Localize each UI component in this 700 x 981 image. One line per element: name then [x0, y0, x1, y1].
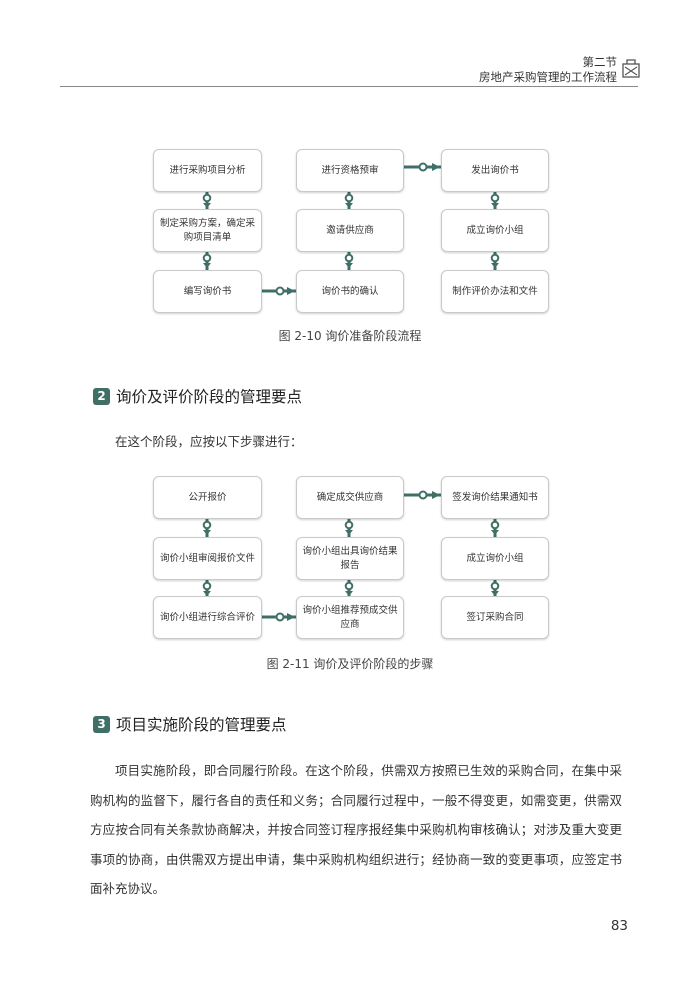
section2-title: 询价及评价阶段的管理要点 [116, 388, 303, 406]
flow2-box-c3r3: 签订采购合同 [441, 596, 549, 639]
flow1-box-c3r3: 制作评价办法和文件 [441, 270, 549, 313]
header-section: 第二节 [582, 55, 618, 69]
header-chapter: 房地产采购管理的工作流程 [479, 70, 617, 84]
section3-paragraph: 项目实施阶段，即合同履行阶段。在这个阶段，供需双方按照已生效的采购合同，在集中采… [90, 763, 622, 896]
section2-number-badge: 2 [93, 387, 110, 405]
flow1-box-c1r3: 编写询价书 [153, 270, 262, 313]
flow1-box-c2r3: 询价书的确认 [296, 270, 404, 313]
figure1-caption: 图 2-10 询价准备阶段流程 [278, 329, 422, 343]
flow2-box-c1r2: 询价小组审阅报价文件 [153, 537, 262, 580]
figure2-caption: 图 2-11 询价及评价阶段的步骤 [266, 657, 434, 671]
section3-number-badge: 3 [93, 715, 110, 733]
running-header: 第二节 房地产采购管理的工作流程 [479, 55, 617, 85]
flow1-box-c3r1: 发出询价书 [441, 149, 549, 192]
flow1-box-c1r1: 进行采购项目分析 [153, 149, 262, 192]
header-rule [60, 86, 638, 87]
section2-heading: 2 询价及评价阶段的管理要点 [93, 385, 302, 407]
flow2-box-c1r3: 询价小组进行综合评价 [153, 596, 262, 639]
section3-title: 项目实施阶段的管理要点 [116, 716, 287, 734]
flow1-box-c2r1: 进行资格预审 [296, 149, 404, 192]
flow2-box-c2r1: 确定成交供应商 [296, 476, 404, 519]
toolbox-icon [622, 59, 640, 78]
page-number: 83 [610, 918, 628, 934]
flow1-box-c1r2: 制定采购方案，确定采购项目清单 [153, 209, 262, 252]
flow2-box-c3r1: 签发询价结果通知书 [441, 476, 549, 519]
flow2-box-c1r1: 公开报价 [153, 476, 262, 519]
flow1-box-c3r2: 成立询价小组 [441, 209, 549, 252]
flow1-box-c2r2: 邀请供应商 [296, 209, 404, 252]
flow2-box-c3r2: 成立询价小组 [441, 537, 549, 580]
flow2-box-c2r2: 询价小组出具询价结果报告 [296, 537, 404, 580]
section3-heading: 3 项目实施阶段的管理要点 [93, 713, 287, 735]
section2-intro: 在这个阶段，应按以下步骤进行： [115, 434, 303, 449]
flow2-box-c2r3: 询价小组推荐预成交供应商 [296, 596, 404, 639]
